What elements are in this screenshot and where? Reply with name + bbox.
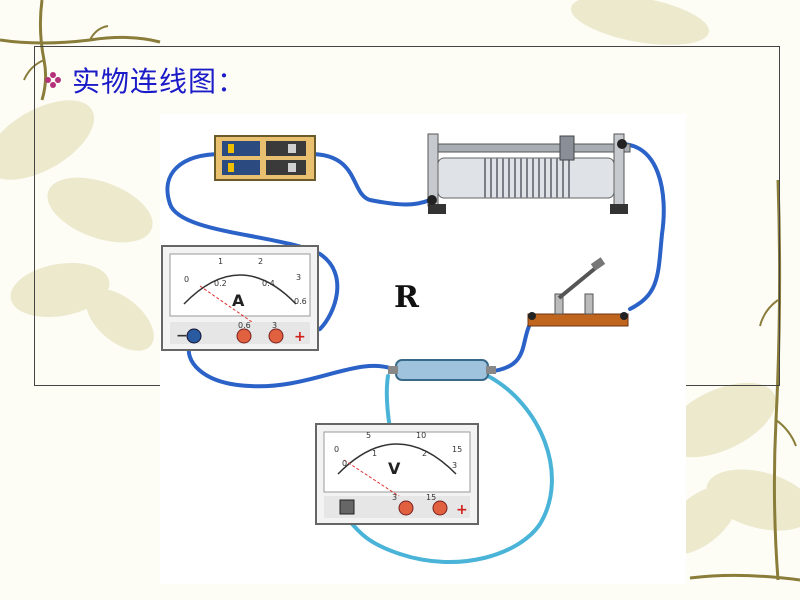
voltmeter: 0 5 10 15 0 1 2 3 V 3 15 + — [315, 423, 479, 525]
voltmeter-scale-lower-0: 0 — [342, 459, 347, 468]
ammeter-symbol: A — [232, 291, 245, 310]
voltmeter-plus-label: + — [456, 502, 468, 518]
title-text: 实物连线图： — [72, 65, 247, 98]
ammeter-terminal-06: 0.6 — [238, 321, 251, 330]
voltmeter-terminal-15: 15 — [426, 493, 436, 502]
ammeter-scale-upper-1: 1 — [218, 257, 223, 266]
voltmeter-scale-lower-3: 3 — [452, 461, 457, 470]
rheostat — [427, 133, 631, 214]
ammeter-neg-terminal — [186, 328, 202, 344]
circuit-diagram: 0 1 2 3 0.2 0.4 0.6 A − 0.6 3 + 0 5 10 — [161, 133, 666, 564]
rheostat-coil — [484, 158, 570, 198]
resistor-label: R — [394, 280, 419, 315]
ammeter-scale-lower-0: 0 — [184, 275, 189, 284]
ammeter-06-terminal — [236, 328, 252, 344]
ammeter-scale-upper-2: 2 — [258, 257, 263, 266]
vine-border-top-left — [0, 0, 161, 101]
wire-rheostat-to-switch — [616, 141, 666, 311]
diamond-bullet-icon — [45, 72, 61, 88]
ammeter-plus-label: + — [294, 329, 306, 345]
voltmeter-15-terminal — [432, 500, 448, 516]
voltmeter-scale-upper-10: 10 — [416, 431, 426, 440]
ammeter-scale-lower-02: 0.2 — [214, 279, 227, 288]
wire-ammeter-to-resistor — [186, 342, 397, 389]
voltmeter-symbol: V — [388, 459, 401, 478]
knife-switch — [527, 257, 629, 327]
ammeter-arc — [183, 274, 297, 305]
voltmeter-scale-upper-5: 5 — [366, 431, 371, 440]
battery-pack — [214, 135, 316, 181]
ammeter-terminal-3: 3 — [272, 321, 277, 330]
ammeter-minus-label: − — [176, 328, 188, 344]
voltmeter-3-terminal — [398, 500, 414, 516]
wire-battery-to-rheostat — [308, 152, 432, 207]
ammeter-scale-lower-06: 0.6 — [294, 297, 307, 306]
ammeter-scale-lower-04: 0.4 — [262, 279, 275, 288]
resistor — [388, 359, 496, 381]
voltmeter-scale-lower-2: 2 — [422, 449, 427, 458]
voltmeter-scale-lower-1: 1 — [372, 449, 377, 458]
slide-title: 实物连线图： — [44, 60, 246, 100]
ammeter-scale-upper-3: 3 — [296, 273, 301, 282]
ammeter: 0 1 2 3 0.2 0.4 0.6 A − 0.6 3 + — [161, 245, 319, 351]
circuit-figure: 0 1 2 3 0.2 0.4 0.6 A − 0.6 3 + 0 5 10 — [160, 114, 686, 584]
wire-switch-to-resistor — [483, 322, 532, 374]
ammeter-3-terminal — [268, 328, 284, 344]
voltmeter-scale-upper-15: 15 — [452, 445, 462, 454]
background-leaves — [0, 0, 800, 555]
voltmeter-scale-upper-0: 0 — [334, 445, 339, 454]
wire-resistor-to-voltmeter-neg — [346, 374, 554, 564]
voltmeter-terminal-3: 3 — [392, 493, 397, 502]
voltmeter-arc — [337, 443, 457, 475]
voltmeter-neg-terminal — [339, 499, 355, 515]
